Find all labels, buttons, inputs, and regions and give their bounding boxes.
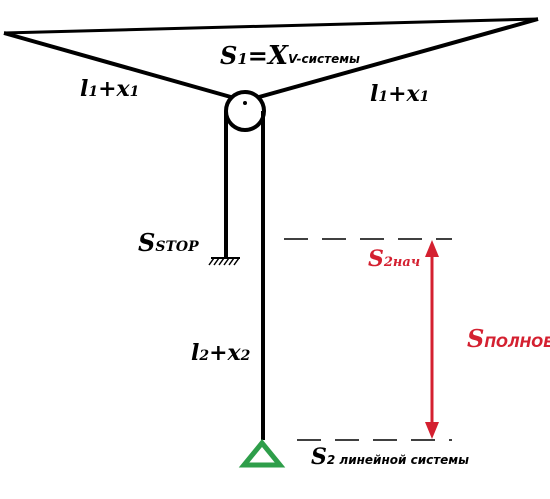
left-rope [3, 31, 246, 103]
s1-label: S1=XV-системы [220, 41, 360, 71]
load-weight-triangle [238, 439, 286, 468]
lower-length-label: l2+x2 [191, 340, 251, 366]
pulley-wheel [224, 90, 266, 132]
s2-start-label: S2нач [368, 246, 420, 272]
left-length-label: l1+x1 [80, 76, 139, 102]
sstop-label: SSTOP [138, 228, 199, 257]
top-beam [3, 17, 539, 35]
right-length-label: l1+x1 [370, 81, 429, 107]
s-full-label: SПОЛНОЕ [467, 324, 550, 353]
stop-anchor [208, 257, 240, 266]
right-rope [244, 17, 539, 103]
pulley-axle [243, 101, 247, 105]
s2-linear-label: S2 линейной системы [311, 444, 469, 470]
full-travel-arrow [425, 240, 439, 439]
